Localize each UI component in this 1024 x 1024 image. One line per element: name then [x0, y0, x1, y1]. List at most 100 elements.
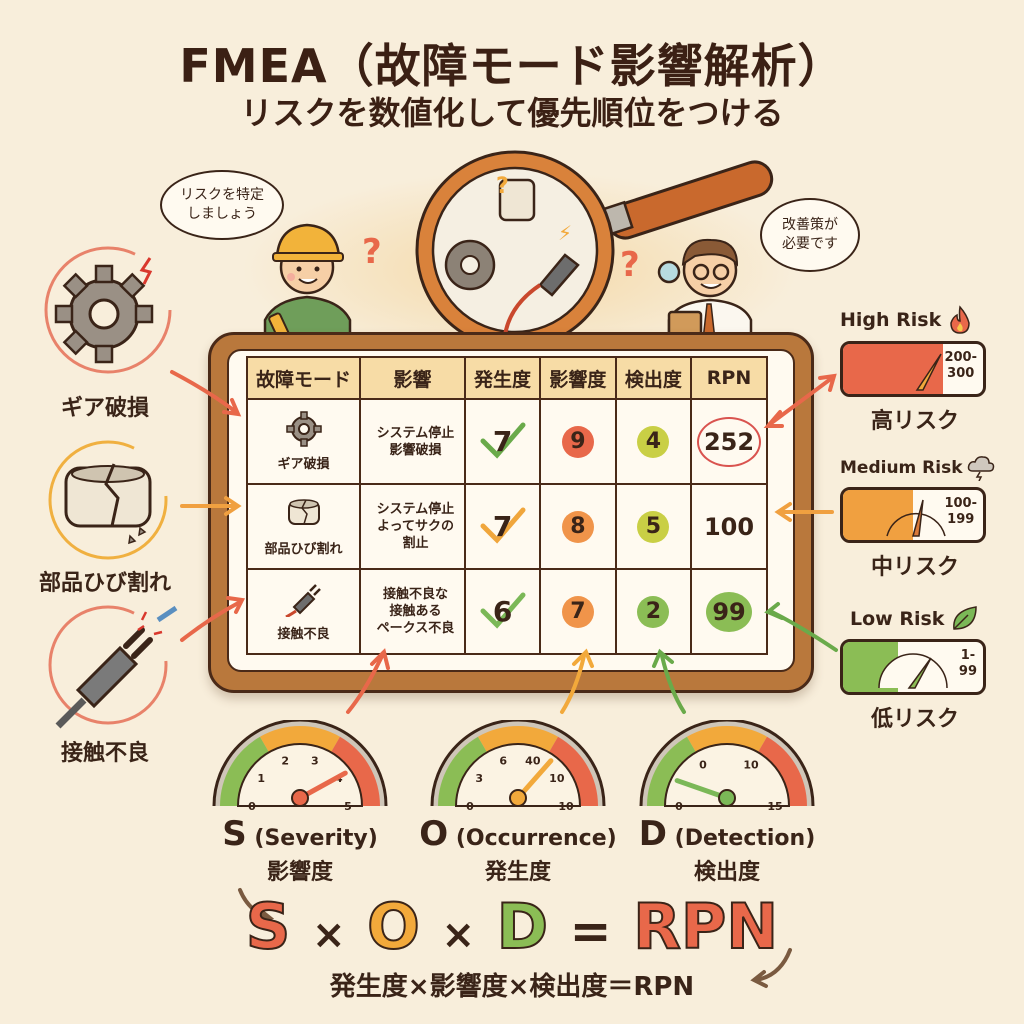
gauge-needle-icon [915, 353, 942, 391]
table-header-row: 故障モード 影響 発生度 影響度 検出度 RPN [245, 356, 768, 400]
gauge-tick-label: 0 [466, 800, 474, 810]
severity-cell: 7 [539, 568, 617, 655]
formula-o: O [366, 889, 421, 964]
effect-line: 接触不良な [382, 587, 448, 602]
gauge-label: O (Occurrence) [418, 814, 618, 854]
effect-line: システム停止 [376, 425, 455, 441]
fire-icon [950, 305, 971, 334]
gauge-tick-label: 40 [525, 754, 541, 767]
gauge-letter: S [222, 814, 247, 854]
broken-gear-icon [44, 246, 172, 374]
occurrence-value: 7 [480, 422, 526, 459]
cracked-part-icon [287, 499, 320, 525]
svg-text:⚡: ⚡ [558, 221, 572, 245]
risk-fill [843, 344, 943, 394]
rpn-value-low: 99 [706, 591, 753, 632]
risk-title: High Risk [840, 309, 942, 331]
risk-level-medium: Medium Risk 100-199 中リスク [840, 455, 1020, 585]
rpn-cell: 99 [690, 568, 768, 655]
detection-cell: 5 [614, 483, 693, 570]
rpn-cell: 100 [690, 483, 768, 570]
question-mark-icon: ? [362, 232, 382, 272]
gauge-tick-label: 0 [248, 800, 256, 810]
gauge-band [478, 726, 558, 753]
gauge-tick-label: 10 [743, 758, 759, 771]
header-severity: 影響度 [539, 356, 617, 400]
failure-mode-cell: 接触不良 [245, 568, 362, 655]
effect-line: 接触ある [389, 604, 442, 619]
gauge-label-jp: 検出度 [693, 860, 760, 885]
gauge-tick-label: 15 [767, 800, 782, 810]
gauge-severity: 012345 S (Severity) 影響度 [205, 718, 395, 886]
gauge-band [220, 736, 269, 806]
gauge-band [647, 736, 696, 806]
severity-cell: 9 [539, 398, 617, 485]
effect-line: 影響破損 [389, 442, 442, 458]
failure-mode-label: 接触不良 [277, 627, 330, 642]
risk-card: 200-300 [840, 341, 986, 397]
header-effect: 影響 [359, 356, 466, 400]
gauge-tick-label: 0 [699, 758, 707, 771]
risk-level-low: Low Risk 1-99 低リスク [840, 605, 1010, 735]
worker-speech-line: リスクを特定 [180, 187, 264, 203]
severity-value: 9 [561, 425, 594, 458]
effect-cell: システム停止影響破損 [359, 398, 466, 485]
failure-mode-cell: 部品ひび割れ [245, 483, 362, 570]
rpn-formula: S × O × D = RPN [0, 889, 1024, 964]
plug-icon [284, 584, 321, 619]
header-occurrence: 発生度 [463, 356, 542, 400]
gauge-letter: O [419, 814, 449, 854]
rpn-cell: 252 [690, 398, 768, 485]
gauge-hub [291, 789, 309, 807]
gauge-band [758, 736, 807, 806]
detection-value: 2 [637, 595, 670, 628]
gauge-band [438, 736, 487, 806]
check-mark-icon [480, 507, 526, 544]
gauge-tick-label: 10 [558, 800, 574, 810]
risk-label-jp: 中リスク [870, 555, 959, 580]
detection-value: 4 [637, 425, 670, 458]
failure-label-crack: 部品ひび割れ [38, 571, 171, 596]
risk-card: 100-199 [840, 487, 986, 543]
header-detection: 検出度 [614, 356, 693, 400]
gauge-hub [509, 789, 527, 807]
cracked-part-icon [48, 440, 168, 560]
header-failure-mode: 故障モード [245, 356, 362, 400]
gauge-label-jp: 発生度 [484, 860, 551, 885]
risk-label-jp: 高リスク [870, 409, 959, 434]
risk-title: Low Risk [850, 608, 945, 630]
gauge-band [260, 726, 340, 753]
manager-speech-line: 改善策が [782, 217, 838, 233]
detection-cell: 2 [614, 568, 693, 655]
severity-value: 8 [561, 510, 594, 543]
risk-range: 1-99 [958, 648, 977, 679]
svg-text:?: ? [496, 174, 509, 199]
formula-times: × [312, 912, 346, 958]
arrow-icon [170, 370, 838, 988]
gauge-dial-icon [878, 653, 948, 689]
gauge-hub [718, 789, 736, 807]
page-title: FMEA（故障モード影響解析） [179, 39, 845, 93]
gauge-label: S (Severity) [205, 814, 395, 854]
rpn-value-medium: 100 [703, 512, 755, 541]
gauge-label: D (Detection) [632, 814, 822, 854]
gauge-label-jp: 影響度 [266, 860, 333, 885]
table-row: ギア破損 システム停止影響破損 7 9 4 252 [245, 398, 768, 485]
plug-icon [48, 605, 178, 729]
gauge-name: (Detection) [674, 826, 816, 851]
gauge-face [663, 743, 791, 807]
risk-fill [843, 490, 913, 540]
risk-range: 100-199 [944, 496, 977, 527]
page-subtitle: リスクを数値化して優先順位をつける [240, 94, 784, 132]
worker-speech-line: しましょう [187, 206, 257, 222]
failure-mode-cell: ギア破損 [245, 398, 362, 485]
gauge-band [549, 736, 598, 806]
gauge-face [236, 743, 364, 807]
formula-s: S [245, 889, 292, 964]
gauge-dial-icon [886, 499, 946, 537]
failure-label-plug: 接触不良 [60, 741, 149, 766]
occurrence-cell: 7 [463, 483, 542, 570]
gauge-tick-label: 3 [475, 772, 483, 785]
